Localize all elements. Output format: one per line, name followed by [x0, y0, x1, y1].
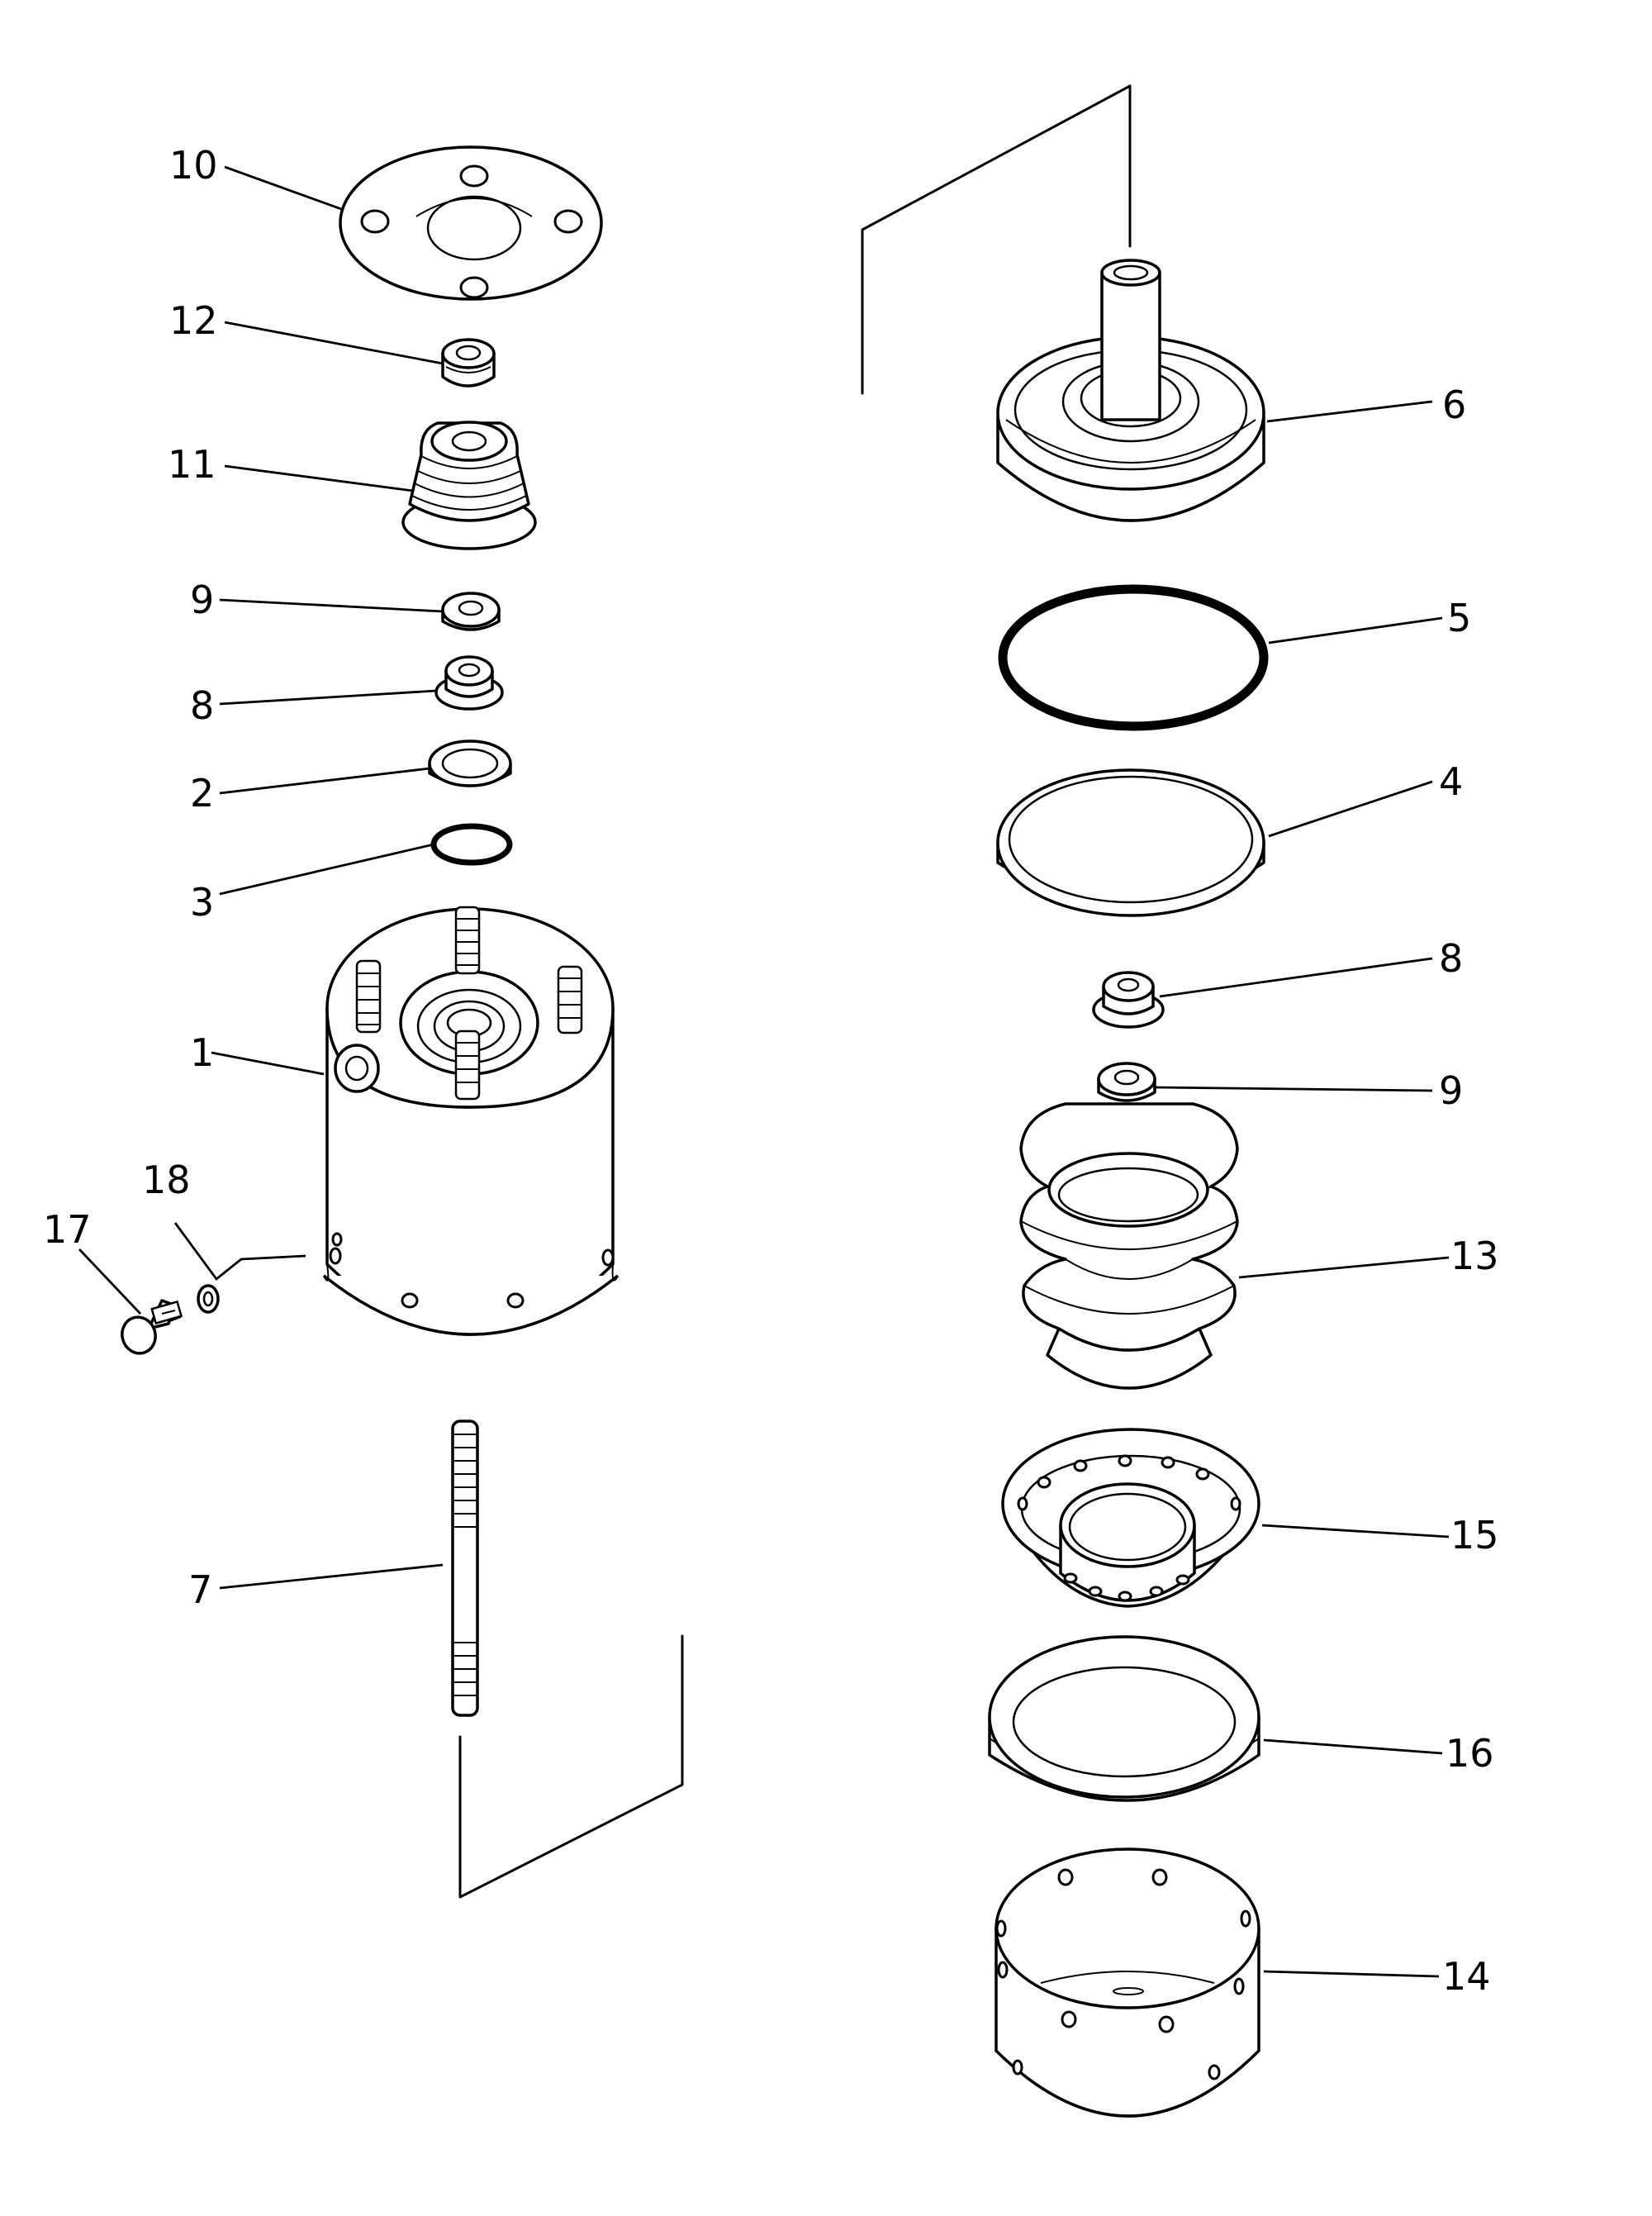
label-11: 11: [168, 442, 216, 487]
part-17-bolt: [121, 1299, 183, 1355]
label-2: 2: [190, 771, 214, 816]
part-7-stud: [451, 1419, 479, 1717]
assembly-connector-left: [458, 1634, 684, 1899]
label-8-left: 8: [190, 683, 214, 728]
label-1: 1: [190, 1030, 214, 1075]
part-18-small-washer: [197, 1284, 220, 1314]
part-3-o-ring: [430, 823, 513, 866]
part-4-backup-ring: [996, 768, 1265, 917]
part-14-perforated-cylinder: [995, 1847, 1260, 2118]
part-16-ring: [988, 1635, 1260, 1802]
part-15-perforated-cup: [1001, 1428, 1260, 1608]
label-4: 4: [1439, 759, 1463, 804]
part-8-flanged-nut-right: [1092, 971, 1165, 1029]
assembly-connector-right: [861, 84, 1132, 395]
label-8-right: 8: [1439, 936, 1463, 981]
part-labels: 10 12 11 9 8 2 3 1 18 17 7 6 5 4 8 9 13 …: [43, 143, 1499, 1999]
label-6: 6: [1442, 383, 1466, 427]
part-2-washer: [428, 739, 512, 787]
label-12: 12: [169, 298, 218, 343]
label-18: 18: [142, 1158, 191, 1202]
label-9-left: 9: [190, 578, 214, 622]
part-11-spring-seat: [401, 421, 537, 550]
label-3: 3: [190, 880, 214, 925]
part-9-nut-right: [1097, 1062, 1156, 1102]
part-5-large-o-ring: [998, 584, 1269, 731]
label-17: 17: [43, 1207, 92, 1252]
label-7: 7: [188, 1567, 212, 1612]
part-8-flanged-nut-left: [434, 655, 504, 711]
label-13: 13: [1450, 1234, 1499, 1278]
part-9-nut-left: [441, 592, 501, 631]
label-15: 15: [1450, 1513, 1499, 1557]
label-5: 5: [1447, 596, 1471, 640]
part-13-bellows: [1019, 1102, 1239, 1390]
label-14: 14: [1442, 1954, 1491, 1999]
label-16: 16: [1446, 1731, 1494, 1776]
part-12-small-nut: [441, 338, 496, 388]
part-6-piston: [996, 259, 1265, 522]
label-9-right: 9: [1439, 1068, 1463, 1113]
part-10-flange-plate: [339, 145, 603, 301]
label-10: 10: [169, 143, 218, 188]
leader-lines: [78, 165, 1450, 1978]
part-1-housing: [322, 906, 620, 1336]
